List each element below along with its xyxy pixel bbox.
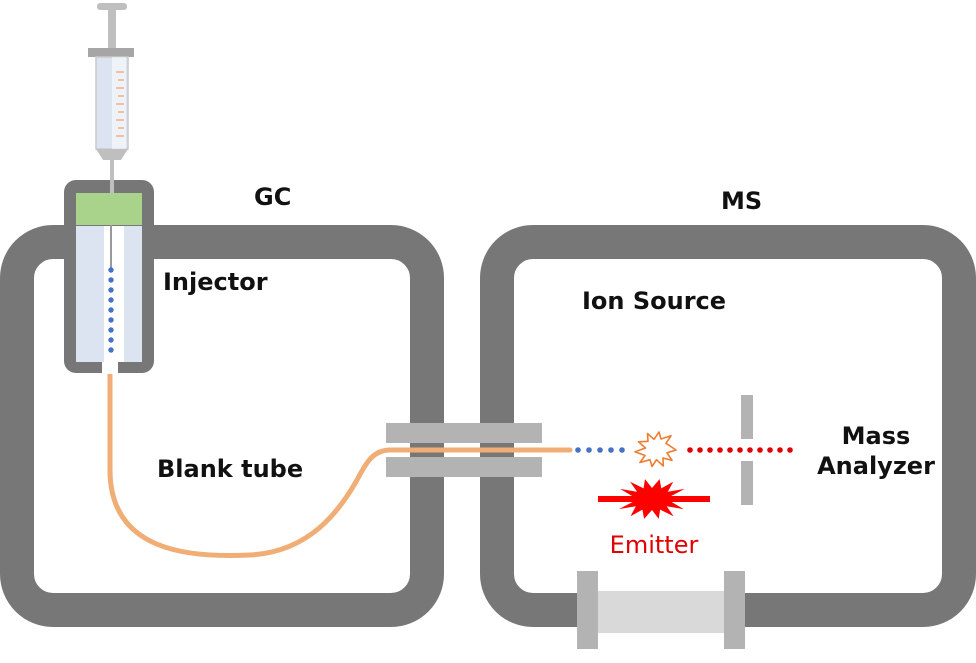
injector — [64, 180, 154, 374]
ion-source-label: Ion Source — [582, 287, 726, 315]
mass-analyzer-slit — [741, 395, 753, 505]
transfer-line-plates — [386, 423, 542, 477]
neutral-molecules-stream — [575, 447, 625, 453]
emitter-label: Emitter — [610, 531, 699, 559]
ms-label: MS — [721, 187, 762, 215]
blank-tube-label: Blank tube — [157, 455, 303, 483]
mass-analyzer-label-line1: Mass — [842, 422, 911, 450]
ms-bottom-port — [577, 571, 745, 649]
syringe-icon — [88, 3, 134, 194]
mass-analyzer-label-line2: Analyzer — [817, 452, 935, 480]
blank-tube — [107, 365, 573, 559]
injector-label: Injector — [163, 268, 268, 296]
emitter-icon — [598, 479, 710, 519]
neutral-molecules-injector — [108, 267, 114, 353]
ionization-burst-icon — [634, 431, 677, 468]
gc-label: GC — [254, 183, 291, 211]
ion-stream — [687, 447, 793, 453]
